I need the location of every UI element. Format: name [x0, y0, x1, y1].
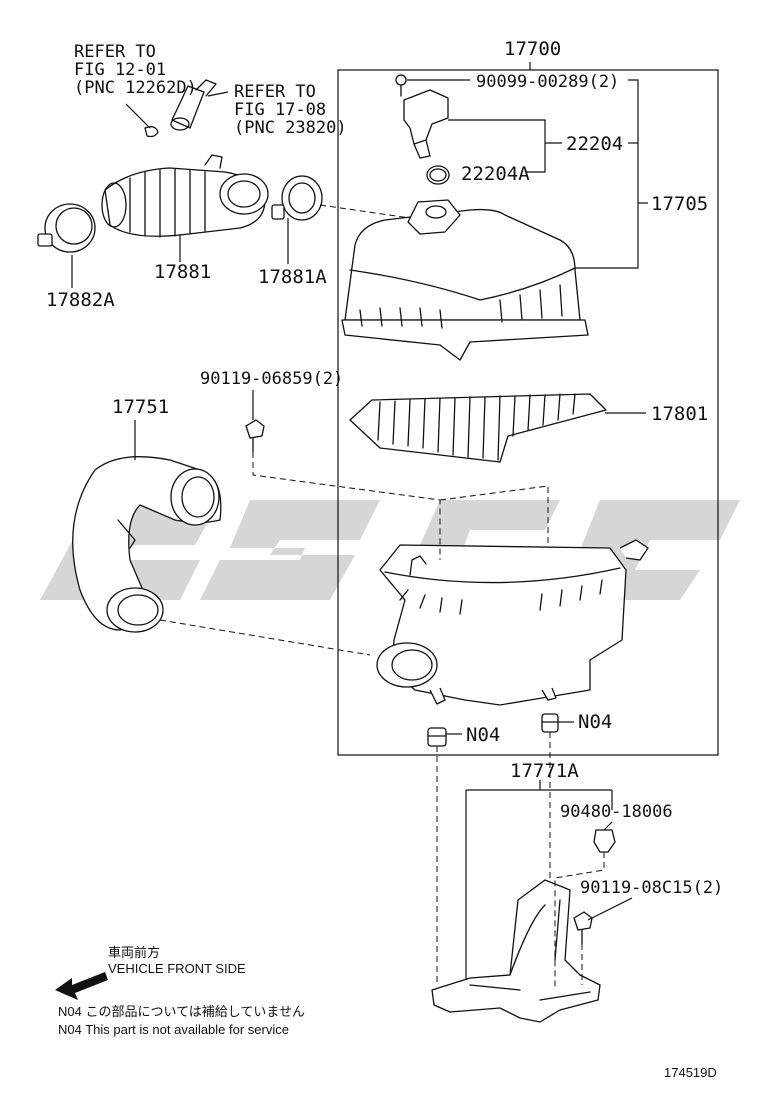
part-number-90099-00289: 90099-00289(2) [476, 72, 619, 92]
clamp-17881A [271, 175, 323, 221]
part-number-17771A: 17771A [510, 760, 579, 782]
small-hose-ref [144, 79, 217, 138]
part-number-90119-08C15: 90119-08C15(2) [580, 878, 723, 898]
air-cleaner-case [376, 539, 649, 706]
refer-fig-17-line2: FIG 17-08 [234, 100, 326, 120]
refer-fig-12-line3: (PNC 12262D) [74, 78, 197, 98]
o-ring-22204A [426, 165, 450, 185]
part-number-17705: 17705 [651, 193, 708, 215]
part-number-n04-left: N04 [466, 724, 500, 746]
part-number-17881: 17881 [154, 261, 211, 283]
front-label-en: VEHICLE FRONT SIDE [108, 961, 246, 976]
bolt-90119-08C15 [573, 911, 593, 945]
part-number-n04-right: N04 [578, 711, 612, 733]
part-number-90480-18006: 90480-18006 [560, 802, 673, 822]
refer-fig-17-line1: REFER TO [234, 82, 316, 102]
grommet-90480-18006 [593, 829, 616, 853]
assembly-dashed-lines [159, 204, 605, 990]
part-number-17751: 17751 [112, 396, 169, 418]
part-number-17801: 17801 [651, 403, 708, 425]
leader-lines [71, 62, 648, 980]
part-number-17700: 17700 [504, 38, 561, 60]
n04-note-en: N04 This part is not available for servi… [58, 1022, 289, 1037]
clamp-17882A [37, 203, 96, 253]
air-cleaner-cap-17705 [341, 199, 589, 361]
bracket-17771A [431, 879, 601, 1023]
mass-air-flow-sensor-22204 [395, 74, 449, 159]
rubber-mount-n04-right [541, 713, 559, 733]
assembly-17700-frame [337, 69, 719, 756]
part-number-22204: 22204 [566, 133, 623, 155]
part-number-17881A: 17881A [258, 266, 327, 288]
n04-note-jp: N04 この部品については補給していません [58, 1004, 305, 1019]
front-label-jp: 車両前方 [108, 945, 160, 960]
part-number-22204A: 22204A [461, 163, 530, 185]
part-number-17882A: 17882A [46, 289, 115, 311]
refer-fig-12-line1: REFER TO [74, 42, 156, 62]
callout-labels: REFER TO FIG 12-01 (PNC 12262D) REFER TO… [46, 38, 723, 898]
bolt-90119-06859 [245, 419, 265, 453]
air-filter-element-17801 [349, 393, 607, 463]
rubber-mount-n04-left [427, 727, 447, 747]
refer-fig-17-line3: (PNC 23820) [234, 118, 347, 138]
intake-inlet-duct-17751 [72, 456, 222, 633]
figure-id: 174519D [664, 1065, 717, 1080]
vehicle-front-legend: 車両前方 VEHICLE FRONT SIDE N04 この部品については補給し… [55, 945, 305, 1037]
front-arrow-icon [55, 972, 108, 1000]
air-cleaner-hose-17881 [101, 154, 269, 238]
refer-fig-12-line2: FIG 12-01 [74, 60, 166, 80]
part-number-90119-06859: 90119-06859(2) [200, 369, 343, 389]
